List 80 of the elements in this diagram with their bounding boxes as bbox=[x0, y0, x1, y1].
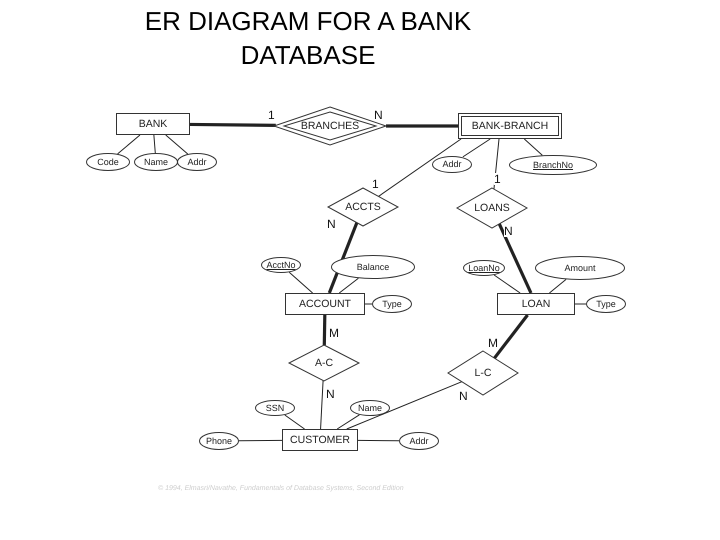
relationship-diamond bbox=[457, 188, 527, 228]
relationship-name: ACCTS bbox=[345, 201, 381, 213]
connector-line bbox=[346, 381, 462, 430]
entity-name: BANK bbox=[138, 118, 168, 130]
relationship-name: BRANCHES bbox=[300, 120, 360, 132]
attribute-name: Code bbox=[97, 157, 119, 167]
relationship-name: LOANS bbox=[474, 202, 510, 214]
attribute-ellipse bbox=[399, 432, 439, 450]
attribute-ellipse bbox=[86, 153, 130, 171]
attribute-name: SSN bbox=[266, 403, 284, 413]
cardinality-label: M bbox=[488, 337, 498, 349]
double-line-connector bbox=[493, 314, 529, 360]
entity-name: ACCOUNT bbox=[299, 298, 351, 310]
connector-line bbox=[117, 134, 140, 154]
attribute-ellipse bbox=[255, 400, 295, 416]
connector-line bbox=[153, 134, 156, 154]
connector-line bbox=[524, 138, 543, 156]
attribute-ellipse bbox=[350, 400, 390, 416]
connector-line bbox=[165, 134, 188, 155]
attribute-name: Balance bbox=[356, 262, 390, 272]
weak-entity-box bbox=[458, 113, 562, 139]
attribute-name: Addr bbox=[187, 157, 206, 167]
attribute-ellipse bbox=[134, 153, 178, 171]
key-attribute-name: AcctNo bbox=[266, 260, 296, 270]
attribute-ellipse bbox=[331, 255, 415, 279]
relationship-name: L-C bbox=[474, 367, 492, 379]
entity-box bbox=[116, 113, 190, 135]
connector-line bbox=[358, 440, 400, 442]
connector-line bbox=[288, 272, 314, 294]
attribute-ellipse bbox=[432, 156, 472, 172]
connector-line bbox=[494, 274, 521, 294]
key-attribute-name: LoanNo bbox=[468, 263, 500, 273]
connector-line bbox=[378, 138, 462, 197]
entity-name: LOAN bbox=[522, 298, 550, 310]
double-line-connector bbox=[498, 223, 532, 294]
double-line-connector bbox=[322, 314, 326, 346]
double-line-connector bbox=[386, 124, 458, 128]
double-line-connector bbox=[190, 122, 276, 127]
connector-line bbox=[336, 414, 360, 430]
attribute-name: Type bbox=[596, 299, 616, 309]
cardinality-label: 1 bbox=[372, 178, 379, 190]
key-attribute-ellipse bbox=[509, 155, 597, 175]
attribute-name: Name bbox=[358, 403, 382, 413]
cardinality-label: 1 bbox=[494, 173, 501, 185]
attribute-ellipse bbox=[372, 295, 412, 313]
attribute-ellipse bbox=[199, 432, 239, 450]
entity-box bbox=[282, 429, 358, 451]
relationship-diamond bbox=[289, 345, 359, 381]
attribute-ellipse bbox=[586, 295, 626, 313]
entity-name: CUSTOMER bbox=[290, 434, 350, 446]
connector-line bbox=[320, 380, 324, 430]
cardinality-label: 1 bbox=[268, 109, 275, 121]
connector-line bbox=[284, 414, 306, 430]
relationship-diamond bbox=[328, 188, 398, 226]
cardinality-label: M bbox=[329, 327, 339, 339]
key-attribute-ellipse bbox=[261, 257, 301, 273]
relationship-name: A-C bbox=[314, 357, 334, 369]
entity-name: BANK-BRANCH bbox=[472, 120, 548, 132]
cardinality-label: N bbox=[504, 225, 513, 237]
attribute-name: Name bbox=[144, 157, 168, 167]
attribute-name: Type bbox=[382, 299, 402, 309]
key-attribute-ellipse bbox=[463, 260, 505, 276]
entity-box bbox=[497, 293, 575, 315]
attribute-name: Addr bbox=[442, 159, 462, 169]
cardinality-label: N bbox=[326, 388, 335, 400]
connector-line bbox=[462, 138, 491, 158]
entity-box bbox=[285, 293, 365, 315]
connector-line bbox=[548, 278, 567, 294]
weak-relationship-diamond bbox=[274, 107, 386, 145]
connector-line bbox=[238, 440, 282, 442]
connector-line bbox=[493, 138, 500, 190]
attribute-ellipse bbox=[535, 256, 625, 280]
attribute-name: Phone bbox=[206, 436, 232, 446]
connector-line bbox=[338, 278, 359, 294]
attribute-name: Amount bbox=[564, 263, 596, 273]
diagram-title: ER DIAGRAM FOR A BANK DATABASE bbox=[144, 5, 472, 72]
key-attribute-name: BranchNo bbox=[532, 160, 574, 170]
attribute-ellipse bbox=[177, 153, 217, 171]
attribute-name: Addr bbox=[409, 436, 428, 446]
cardinality-label: N bbox=[374, 109, 383, 121]
